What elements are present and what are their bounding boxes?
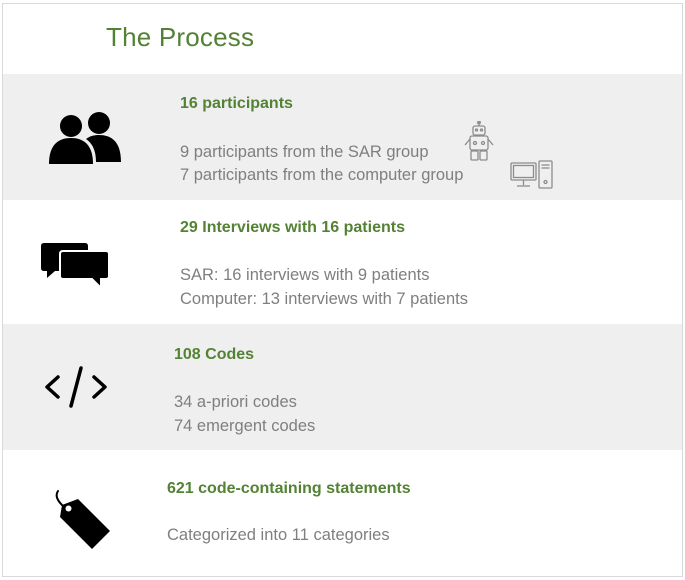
section-line: 74 emergent codes bbox=[174, 417, 316, 435]
code-icon bbox=[44, 366, 108, 413]
section-line: 9 participants from the SAR group bbox=[180, 143, 429, 161]
section-heading: 16 participants bbox=[180, 95, 293, 112]
section-codes bbox=[3, 324, 682, 450]
section-heading: 29 Interviews with 16 patients bbox=[180, 219, 405, 236]
section-line: Categorized into 11 categories bbox=[167, 526, 390, 544]
section-statements bbox=[3, 450, 682, 574]
section-heading: 108 Codes bbox=[174, 346, 255, 363]
section-line: SAR: 16 interviews with 9 patients bbox=[180, 266, 430, 284]
section-line: 7 participants from the computer group bbox=[180, 166, 464, 184]
section-participants bbox=[3, 74, 682, 200]
computer-icon bbox=[510, 160, 554, 195]
section-heading: 621 code-containing statements bbox=[167, 480, 411, 497]
tag-icon bbox=[50, 487, 112, 556]
chat-bubbles-icon bbox=[41, 242, 111, 295]
slide-title: The Process bbox=[106, 22, 255, 52]
section-line: 34 a-priori codes bbox=[174, 393, 297, 411]
robot-icon bbox=[463, 120, 495, 166]
section-interviews bbox=[3, 200, 682, 324]
section-line: Computer: 13 interviews with 7 patients bbox=[180, 290, 468, 308]
people-icon bbox=[48, 112, 122, 169]
